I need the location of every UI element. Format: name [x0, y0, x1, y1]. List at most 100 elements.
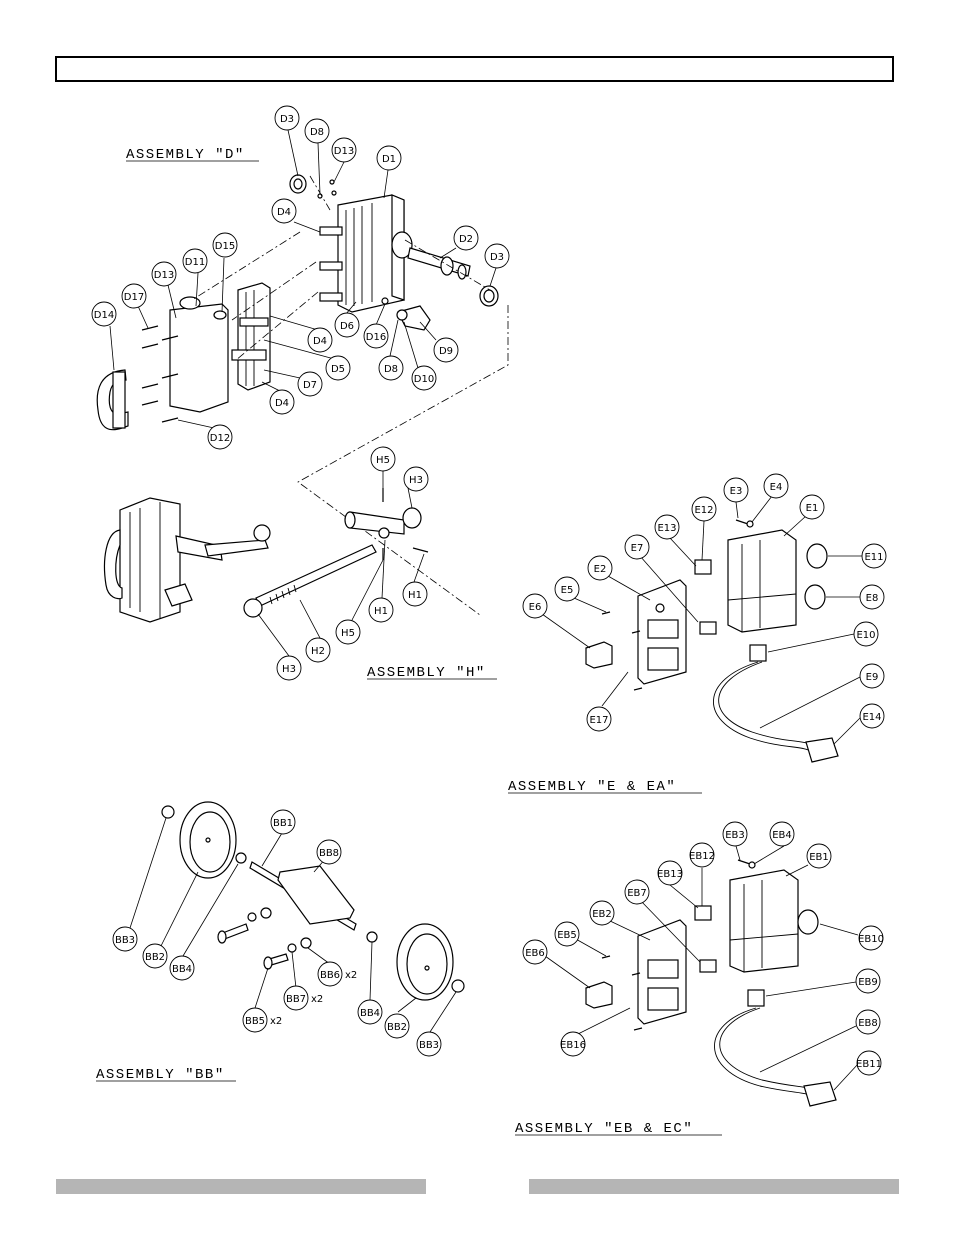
svg-text:EB12: EB12 [689, 851, 715, 862]
callout-h3-right: H3 [403, 466, 429, 492]
eb8-cord [714, 1007, 807, 1095]
callout-eb5: EB5 [554, 921, 580, 947]
callout-bb4-right: BB4 [357, 999, 383, 1025]
assembly-d-title: ASSEMBLY "D" [126, 147, 245, 163]
callout-e5: E5 [554, 576, 580, 602]
svg-text:E10: E10 [856, 630, 875, 641]
svg-text:E2: E2 [594, 564, 607, 575]
bb8-bracket [277, 865, 355, 925]
svg-text:E11: E11 [864, 552, 883, 563]
callout-d17: D17 [121, 283, 147, 309]
callout-d13-top: D13 [331, 137, 357, 163]
callout-d4-bottom: D4 [269, 389, 295, 415]
callout-e13: E13 [654, 514, 680, 540]
assembly-eb: ASSEMBLY "EB & EC" [515, 859, 837, 1137]
assembled-view-d-h [103, 497, 271, 623]
callout-eb13: EB13 [657, 860, 683, 886]
callout-e11: E11 [861, 543, 887, 569]
callout-e4: E4 [763, 473, 789, 499]
svg-text:EB13: EB13 [657, 869, 683, 880]
callout-bb6: BB6 [317, 961, 343, 987]
bb4-spacer-right [366, 931, 378, 943]
callout-e6: E6 [522, 593, 548, 619]
callout-e7: E7 [624, 534, 650, 560]
svg-text:H1: H1 [374, 606, 388, 617]
svg-text:H3: H3 [282, 664, 296, 675]
callout-d6: D6 [334, 312, 360, 338]
callouts-eb: EB3 EB4 EB12 EB1 EB13 EB7 EB2 EB5 EB10 E… [522, 821, 884, 1076]
callout-d4-mid: D4 [307, 327, 333, 353]
callout-eb10: EB10 [858, 925, 884, 951]
svg-text:EB7: EB7 [627, 888, 647, 899]
callout-e2: E2 [587, 555, 613, 581]
svg-text:EB3: EB3 [725, 830, 745, 841]
svg-text:D6: D6 [340, 321, 354, 332]
svg-text:D4: D4 [275, 398, 289, 409]
callouts-bb: BB1 BB8 BB3 BB2 BB4 BB6 x2 BB7 x2 BB4 BB… [112, 809, 442, 1057]
svg-text:D14: D14 [94, 310, 114, 321]
e8-receptacle [804, 584, 826, 610]
callout-bb2-right: BB2 [384, 1013, 410, 1039]
svg-text:EB10: EB10 [858, 934, 884, 945]
svg-text:EB5: EB5 [557, 930, 577, 941]
svg-text:D3: D3 [280, 114, 294, 125]
d1-bracket [319, 194, 413, 313]
svg-text:H1: H1 [408, 590, 422, 601]
assembly-e: ASSEMBLY "E & EA" [508, 519, 839, 795]
callout-d14: D14 [91, 301, 117, 327]
svg-text:D17: D17 [124, 292, 144, 303]
svg-text:D8: D8 [310, 127, 324, 138]
svg-text:E5: E5 [561, 585, 574, 596]
callout-d16: D16 [363, 323, 389, 349]
e11-receptacle [806, 543, 828, 569]
callout-h2: H2 [305, 637, 331, 663]
callout-eb2: EB2 [589, 900, 615, 926]
header-bar [55, 56, 894, 82]
svg-text:D4: D4 [313, 336, 327, 347]
callout-bb1: BB1 [270, 809, 296, 835]
callout-e8: E8 [859, 584, 885, 610]
callout-d7: D7 [297, 371, 323, 397]
callout-h5-bottom: H5 [335, 619, 361, 645]
callout-eb16: EB16 [560, 1031, 586, 1057]
footer-bar-left [56, 1179, 426, 1194]
e6-part [585, 641, 613, 669]
callout-h5-top: H5 [370, 446, 396, 472]
callout-h1-bottom: H1 [368, 597, 394, 623]
svg-text:BB8: BB8 [319, 848, 339, 859]
d12-screws [141, 325, 179, 423]
svg-text:BB1: BB1 [273, 818, 293, 829]
callout-eb6: EB6 [522, 939, 548, 965]
eb6-part [585, 981, 613, 1009]
callout-h1-right: H1 [402, 581, 428, 607]
svg-text:D16: D16 [366, 332, 386, 343]
svg-text:D9: D9 [439, 346, 453, 357]
svg-text:D5: D5 [331, 364, 345, 375]
callout-e3: E3 [723, 477, 749, 503]
callout-eb11: EB11 [856, 1050, 882, 1076]
callout-eb8: EB8 [855, 1009, 881, 1035]
svg-text:BB2: BB2 [387, 1022, 407, 1033]
svg-text:EB9: EB9 [858, 977, 878, 988]
assembly-h-title: ASSEMBLY "H" [367, 665, 486, 681]
svg-text:E7: E7 [631, 543, 644, 554]
assembly-eb-title: ASSEMBLY "EB & EC" [515, 1121, 693, 1137]
bb6-quantity: x2 [345, 970, 357, 981]
e10-strain-relief [749, 644, 767, 662]
assembly-h: ASSEMBLY "H" [243, 488, 497, 681]
svg-text:D7: D7 [303, 380, 317, 391]
callout-bb3-right: BB3 [416, 1031, 442, 1057]
bb3-cap-left [161, 805, 175, 819]
bb4-spacer-left [235, 852, 247, 864]
svg-text:D2: D2 [459, 234, 473, 245]
svg-text:D13: D13 [154, 270, 174, 281]
e14-plug [805, 737, 839, 763]
callout-eb4: EB4 [769, 821, 795, 847]
d5-plate [231, 282, 271, 391]
callout-d15: D15 [212, 232, 238, 258]
svg-text:D8: D8 [384, 364, 398, 375]
callouts-d: D3 D8 D13 D1 D4 D2 D3 D15 D11 D13 D17 D1… [91, 105, 510, 450]
callout-e1: E1 [799, 494, 825, 520]
svg-text:BB3: BB3 [115, 935, 135, 946]
